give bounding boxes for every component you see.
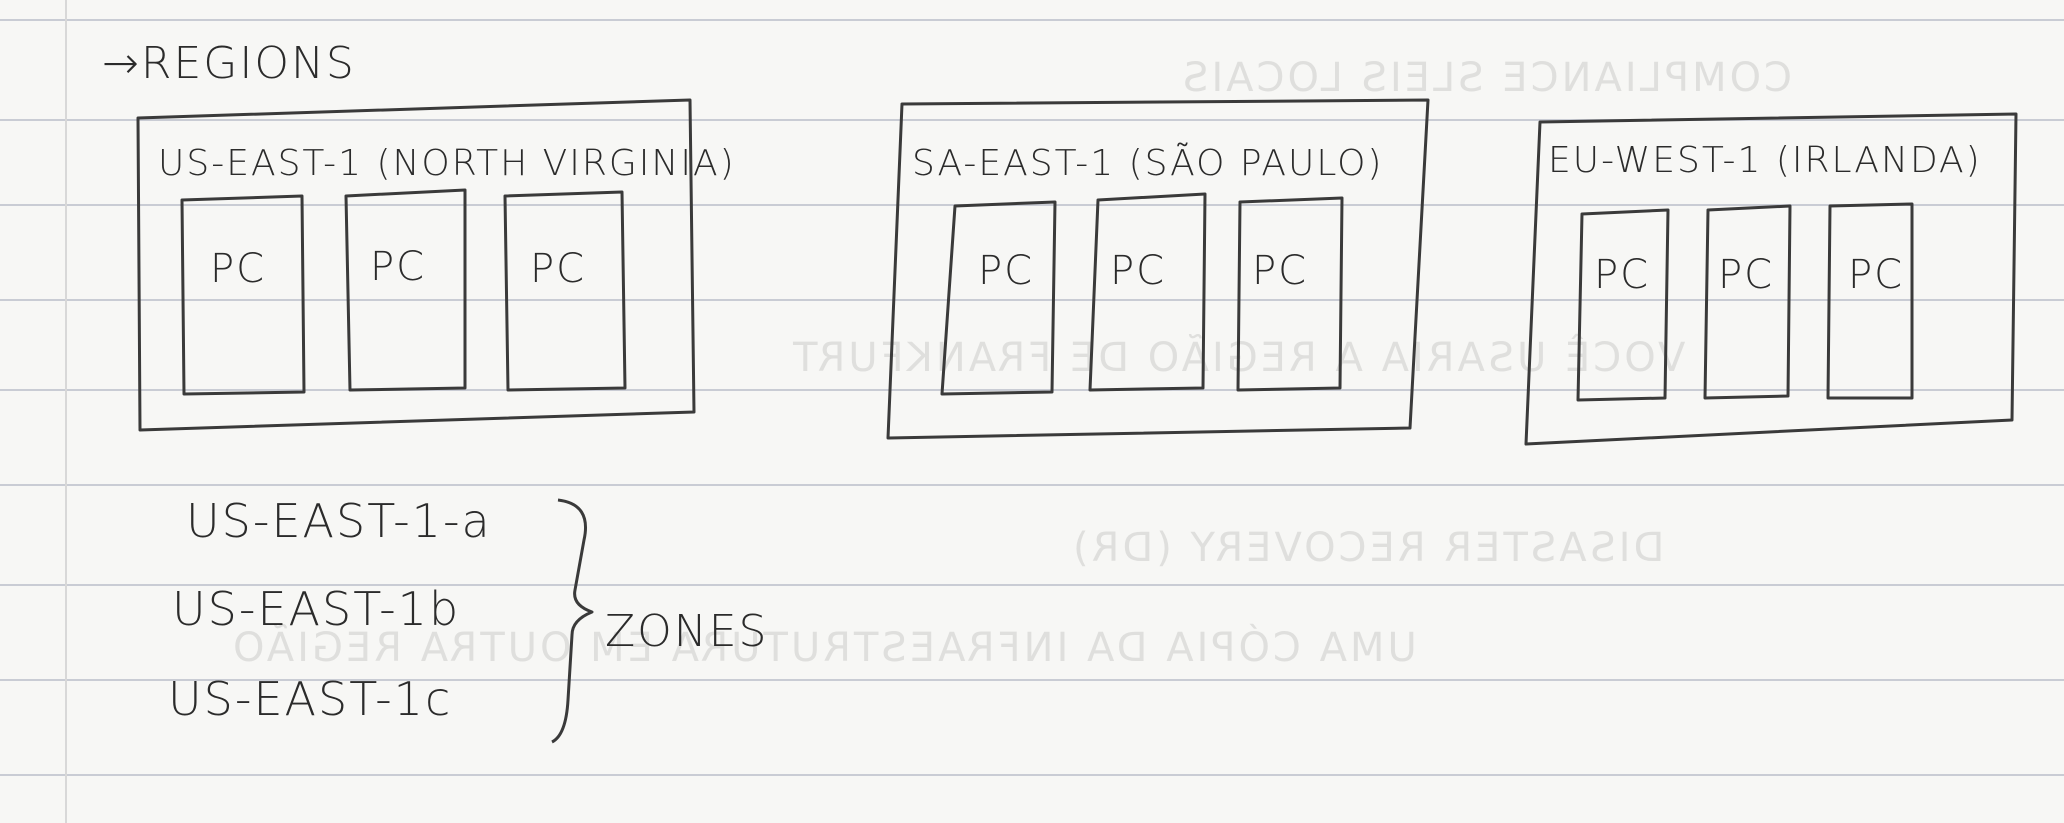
pc-box: [1576, 208, 1670, 402]
pc-box: [1703, 204, 1792, 400]
pc-label: PC: [1110, 248, 1167, 294]
zones-label: ZONES: [605, 606, 769, 657]
region-box-sa-east-1: [886, 98, 1430, 440]
pc-label: PC: [370, 244, 427, 290]
pc-box: [1826, 202, 1914, 400]
pc-label: PC: [1252, 248, 1309, 294]
pc-box: [344, 188, 467, 392]
region-title-sa-east-1: SA-EAST-1 (SÃO PAULO): [912, 143, 1384, 184]
zone-item: US-EAST-1-a: [186, 494, 492, 548]
pc-label: PC: [530, 246, 587, 292]
region-box-eu-west-1: [1524, 112, 2018, 446]
pc-box: [1088, 192, 1207, 392]
region-title-eu-west-1: EU-WEST-1 (IRLANDA): [1548, 140, 1982, 181]
region-box-us-east-1: [136, 98, 696, 432]
pc-label: PC: [1594, 252, 1651, 298]
page-heading: →REGIONS: [102, 38, 356, 89]
pc-box: [180, 194, 306, 396]
pc-label: PC: [210, 246, 267, 292]
pc-box: [940, 200, 1057, 396]
pc-label: PC: [1718, 252, 1775, 298]
zone-item: US-EAST-1b: [172, 582, 461, 636]
zone-item: US-EAST-1c: [168, 672, 453, 726]
pc-box: [1236, 196, 1344, 392]
region-title-us-east-1: US-EAST-1 (NORTH VIRGINIA): [158, 143, 736, 184]
pc-label: PC: [1848, 252, 1905, 298]
zones-brace: [551, 498, 594, 744]
pc-label: PC: [978, 248, 1035, 294]
pc-box: [503, 190, 627, 392]
